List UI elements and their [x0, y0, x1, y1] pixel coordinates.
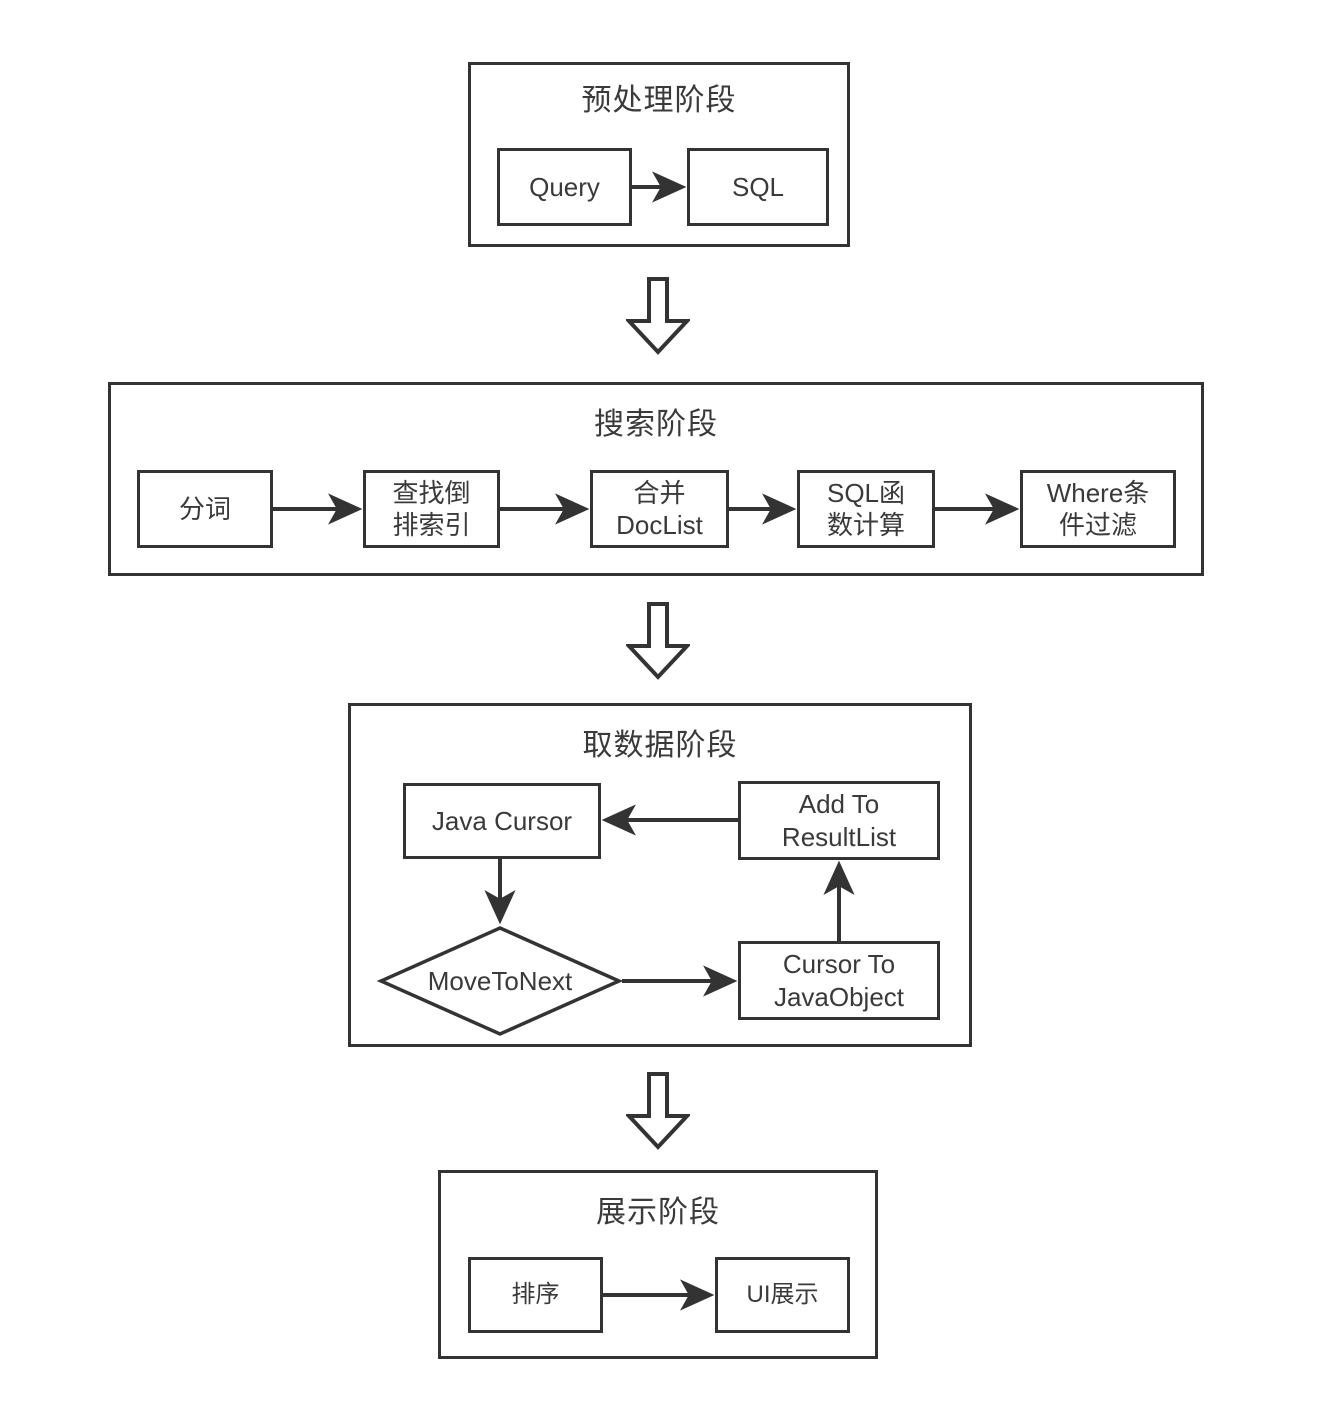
node-add-to-resultlist[interactable]: Add To ResultList: [738, 781, 940, 860]
node-cursor-to-javaobject[interactable]: Cursor To JavaObject: [738, 941, 940, 1020]
node-sort[interactable]: 排序: [468, 1257, 603, 1333]
node-move-to-next-label: MoveToNext: [427, 965, 573, 996]
stage-display-title: 展示阶段: [596, 1196, 720, 1229]
stage-preprocess-title: 预处理阶段: [581, 84, 737, 117]
diamond-shape: [376, 926, 624, 1036]
node-ui-display[interactable]: UI展示: [715, 1257, 850, 1333]
node-inverted-index[interactable]: 查找倒 排索引: [363, 470, 500, 548]
node-tokenize[interactable]: 分词: [137, 470, 273, 548]
node-where-filter[interactable]: Where条 件过滤: [1020, 470, 1176, 548]
node-merge-doclist[interactable]: 合并 DocList: [590, 470, 729, 548]
stage-fetch-data-title: 取数据阶段: [582, 729, 738, 762]
node-java-cursor[interactable]: Java Cursor: [403, 783, 601, 859]
block-arrow-down-icon-preprocess-to-search: [624, 277, 692, 355]
node-sql-func[interactable]: SQL函 数计算: [797, 470, 935, 548]
stage-search-title: 搜索阶段: [594, 408, 718, 441]
node-sql[interactable]: SQL: [687, 148, 829, 226]
block-arrow-down-icon-fetch-to-display: [624, 1072, 692, 1150]
node-move-to-next[interactable]: MoveToNext: [376, 925, 624, 1037]
block-arrow-down-icon-search-to-fetch: [624, 602, 692, 680]
node-query[interactable]: Query: [497, 148, 632, 226]
